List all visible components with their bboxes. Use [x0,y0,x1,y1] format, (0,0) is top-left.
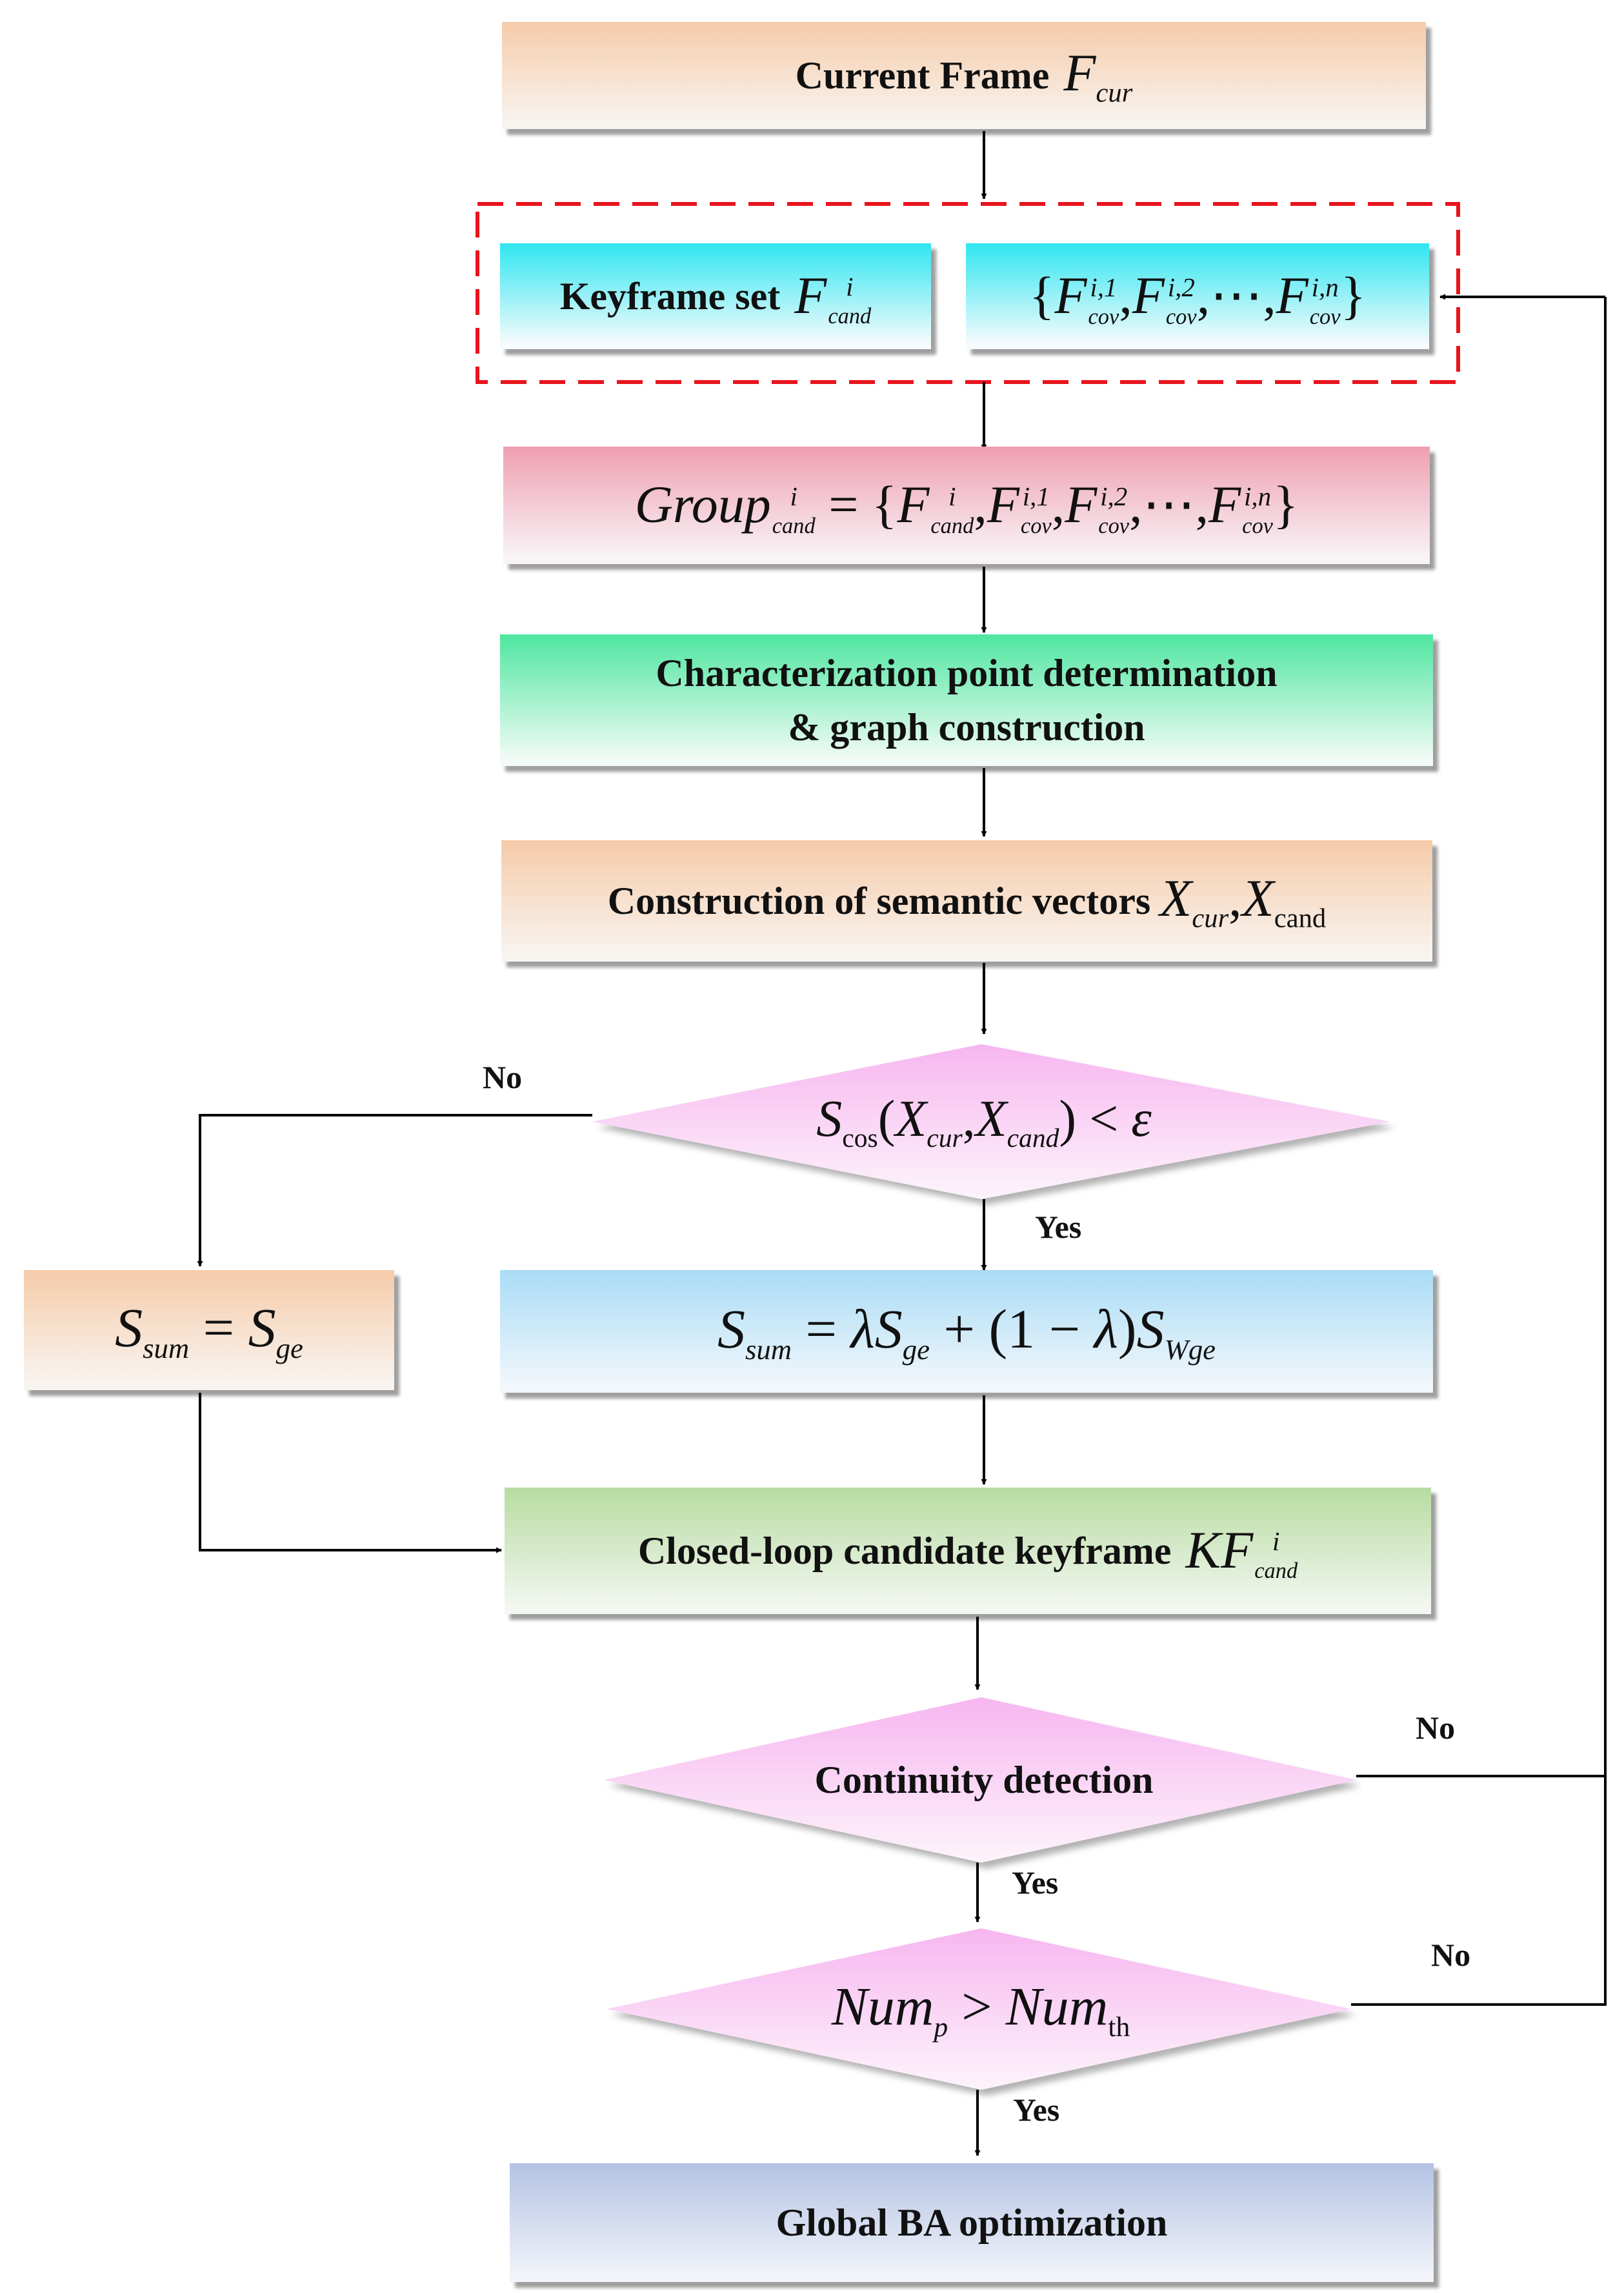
global-ba-label: Global BA optimization [776,2201,1168,2244]
keyframe-set-label: Keyframe set [559,274,781,318]
current-frame-box: Current Frame Fcur [502,22,1426,129]
label-yes-continuity: Yes [1012,1864,1059,1901]
continuity-detection-diamond [604,1697,1356,1863]
num-threshold-decision-diamond [606,1928,1351,2090]
semantic-vectors-symbol: Xcur,Xcand [1159,868,1327,934]
current-frame-symbol: Fcur [1063,43,1133,108]
feedback-num-no [1351,1776,1607,2006]
continuity-detection-text: Continuity detection [814,1758,1154,1801]
candidate-group-dashed-border [476,202,1460,384]
label-yes-cos: Yes [1035,1209,1082,1245]
global-ba-box: Global BA optimization [510,2163,1434,2282]
ssum-simple-box: Ssum = Sge [24,1270,394,1390]
ssum-simple-formula: Ssum = Sge [115,1296,303,1365]
semantic-vectors-label: Construction of semantic vectors [607,879,1151,922]
characterization-line-1: Characterization point determination [656,652,1278,694]
arrow-decision-no-to-simple [197,1114,592,1267]
current-frame-label: Current Frame [795,54,1050,97]
cos-similarity-condition: Scos(Xcur,Xcand) < ε [816,1091,1152,1153]
label-no-continuity: No [1416,1710,1456,1746]
characterization-line-2: & graph construction [788,706,1145,749]
ssum-weighted-formula: Ssum = λSge + (1 − λ)SWge [717,1297,1216,1366]
cos-similarity-decision-diamond [592,1044,1390,1199]
label-yes-num: Yes [1013,2092,1060,2128]
characterization-box: Characterization point determination & g… [500,634,1433,766]
label-no-cos: No [483,1059,523,1095]
num-threshold-condition: Nump > Numth [831,1976,1130,2043]
semantic-vectors-box: Construction of semantic vectors Xcur,Xc… [501,840,1432,962]
ssum-weighted-box: Ssum = λSge + (1 − λ)SWge [500,1270,1433,1393]
arrow-simple-to-closed-loop [199,1393,502,1553]
label-no-num: No [1431,1937,1471,1973]
closed-loop-candidate-label: Closed-loop candidate keyframe [637,1529,1172,1572]
